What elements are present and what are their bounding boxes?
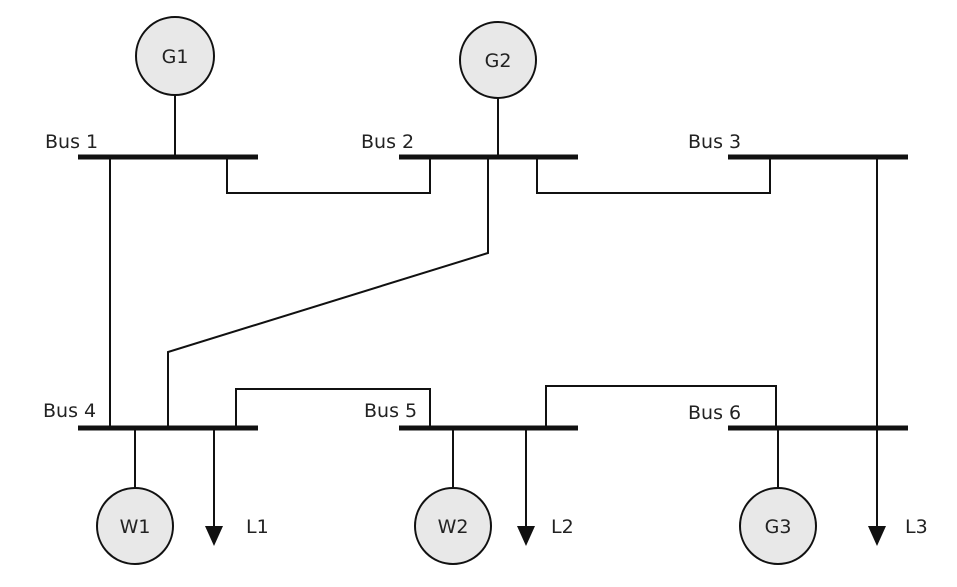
bus1-label: Bus 1 bbox=[45, 131, 98, 153]
load-l3-label: L3 bbox=[905, 516, 928, 538]
bus6-label: Bus 6 bbox=[688, 402, 741, 424]
branches bbox=[109, 157, 878, 428]
generator-w1: W1 bbox=[96, 487, 174, 565]
generator-g1: G1 bbox=[135, 16, 215, 96]
branch-bus2-bus3 bbox=[536, 157, 771, 194]
generator-g3-circle bbox=[739, 487, 817, 565]
load-l1-label: L1 bbox=[246, 516, 269, 538]
bus2-label: Bus 2 bbox=[361, 131, 414, 153]
generator-w1-label: W1 bbox=[120, 516, 151, 538]
generator-connections bbox=[134, 95, 779, 488]
loads bbox=[205, 428, 886, 546]
bus5-label: Bus 5 bbox=[364, 400, 417, 422]
bus4-label: Bus 4 bbox=[43, 400, 96, 422]
load-l2-label: L2 bbox=[551, 516, 574, 538]
bus-bars bbox=[78, 154, 908, 431]
branch-bus5-bus6 bbox=[545, 385, 777, 428]
load-l2-arrow-icon bbox=[517, 526, 535, 546]
generator-g2: G2 bbox=[459, 21, 537, 99]
branch-bus2-bus4 bbox=[167, 157, 489, 428]
bus-labels: Bus 1 Bus 2 Bus 3 Bus 4 Bus 5 Bus 6 bbox=[43, 131, 741, 424]
generator-w2-label: W2 bbox=[438, 516, 469, 538]
generator-w2: W2 bbox=[414, 487, 492, 565]
generator-g2-circle bbox=[459, 21, 537, 99]
branch-bus1-bus2 bbox=[226, 157, 431, 194]
generator-g3: G3 bbox=[739, 487, 817, 565]
branch-bus4-bus5 bbox=[235, 388, 431, 428]
generator-g1-circle bbox=[135, 16, 215, 96]
bus3-label: Bus 3 bbox=[688, 131, 741, 153]
load-l1-arrow-icon bbox=[205, 526, 223, 546]
generator-g3-label: G3 bbox=[765, 516, 792, 538]
load-labels: L1 L2 L3 bbox=[246, 516, 928, 538]
generator-w1-circle bbox=[96, 487, 174, 565]
generator-g1-label: G1 bbox=[162, 46, 189, 68]
generator-w2-circle bbox=[414, 487, 492, 565]
generator-g2-label: G2 bbox=[485, 50, 512, 72]
load-l3-arrow-icon bbox=[868, 526, 886, 546]
